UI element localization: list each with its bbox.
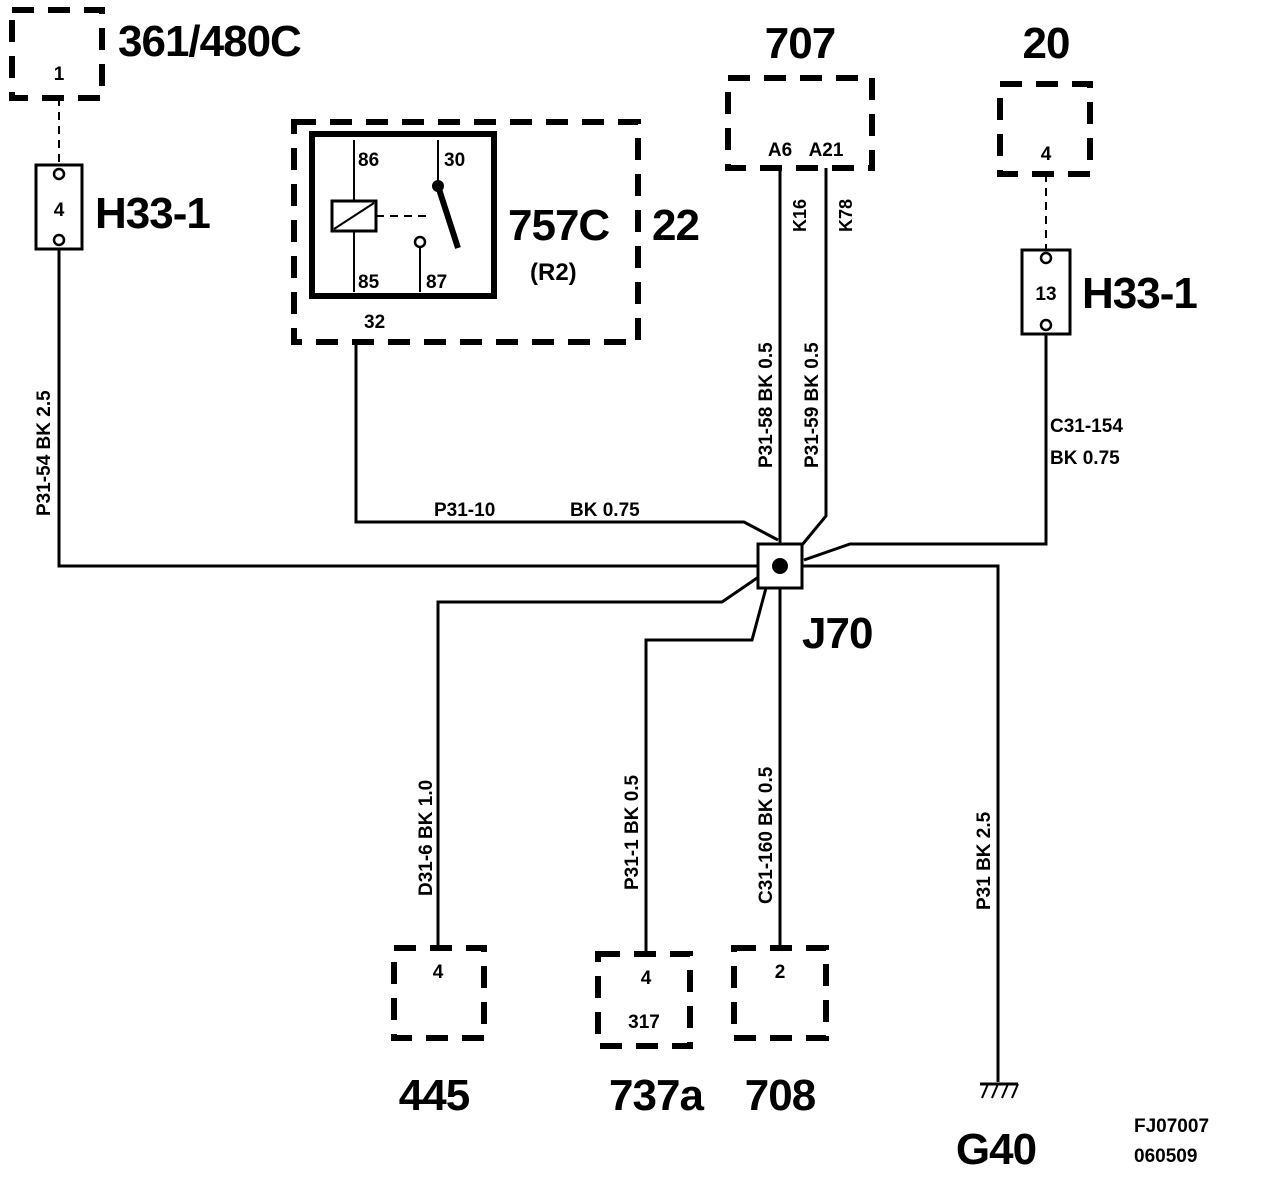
inline-connector-h33-right: 13 H33-1 [1020,248,1198,336]
relay-contact-87 [413,235,427,249]
wire-label-p31-58: P31-58 BK 0.5 [756,342,777,468]
connector-708-pin: 2 [775,962,786,983]
splice-j70: J70 [756,542,873,658]
connector-737a-sub: 317 [628,1012,660,1033]
connector-361-480c-pin: 1 [54,64,65,85]
ground-hatch-3 [1001,1083,1009,1099]
connector-737a-box [595,951,693,1049]
h33-right-label: H33-1 [1082,269,1197,318]
h33-left-pin-bottom [52,233,66,247]
h33-right-pin-bottom [1039,318,1053,332]
wire-p31-54 [57,249,758,568]
relay-label: 757C [508,201,609,250]
h33-left-pin-label: 4 [54,200,65,221]
ground-hatch-2 [991,1083,999,1099]
wire-label-p31-10: P31-10 [434,500,495,521]
relay-pin-32: 32 [364,312,385,333]
connector-445: 4 445 [391,945,487,1120]
connector-707: 707 A6 A21 [725,19,875,171]
ground-label: G40 [956,1125,1036,1174]
connector-20-pin: 4 [1041,144,1052,165]
connector-708: 2 708 [731,945,829,1120]
wire-p31-1 [644,587,768,956]
wire-label-p31-59: P31-59 BK 0.5 [802,342,823,468]
wire-label-k78: K78 [836,199,856,232]
relay-pin-85: 85 [358,272,380,293]
connector-20-label: 20 [1023,19,1070,68]
connector-361-480c-box [9,7,105,101]
connector-707-pin-a6: A6 [768,140,792,161]
ground-hatch-1 [981,1083,989,1099]
relay-ref-label: 22 [652,201,699,250]
ground-hatch-4 [1011,1083,1019,1099]
connector-737a-label: 737a [609,1071,704,1120]
inline-connector-h33-left: 4 H33-1 [34,163,211,251]
wire-label-k16: K16 [790,199,810,232]
h33-left-label: H33-1 [95,189,210,238]
wire-p31 [802,564,1000,1082]
wire-d31-6 [436,574,761,950]
connector-20: 20 4 [997,19,1093,177]
h33-left-pin-top [52,167,66,181]
relay-outer-box [291,119,641,345]
h33-right-pin-label: 13 [1035,284,1056,305]
h33-right-pin-top [1039,251,1053,265]
wire-label-p31: P31 BK 2.5 [974,811,995,910]
wire-p31-10 [354,342,779,542]
connector-707-label: 707 [765,19,835,68]
footer-code-2: 060509 [1134,1146,1197,1167]
wire-label-p31-54: P31-54 BK 2.5 [34,390,55,516]
splice-j70-label: J70 [802,609,872,658]
connector-708-label: 708 [745,1071,816,1120]
wire-label-p31-10-spec: BK 0.75 [570,500,640,521]
connector-707-box [725,75,875,171]
relay-sub-label: (R2) [530,259,577,286]
wire-label-p31-1: P31-1 BK 0.5 [622,774,643,890]
connector-361-480c-label: 361/480C [118,17,301,66]
connector-737a-pin: 4 [641,968,652,989]
wire-label-c31-154-spec: BK 0.75 [1050,448,1120,469]
connector-445-box [391,945,487,1041]
wire-label-c31-154: C31-154 [1050,416,1123,437]
ground-g40: G40 [956,1082,1037,1174]
connector-361-480c: 1 361/480C [9,7,302,101]
relay-coil-diagonal [333,202,375,230]
relay-pin-86: 86 [358,150,379,171]
connector-737a: 4 317 737a [595,951,705,1120]
relay-switch-arm [435,185,461,249]
wire-label-d31-6: D31-6 BK 1.0 [416,780,437,896]
connector-445-label: 445 [399,1071,470,1120]
footer-code-1: FJ07007 [1134,1116,1209,1137]
relay-inner-box [309,131,497,299]
relay-pin-87: 87 [426,272,447,293]
splice-j70-dot [772,558,788,574]
connector-707-pin-a21: A21 [809,140,844,161]
wire-c31-154 [803,334,1048,562]
connector-445-pin: 4 [433,962,444,983]
wire-p31-59 [800,168,828,546]
wire-label-c31-160: C31-160 BK 0.5 [756,766,777,904]
connector-708-box [731,945,829,1041]
relay-757c: 86 30 85 87 32 757C (R2) [291,119,641,345]
relay-pin-30: 30 [444,150,465,171]
